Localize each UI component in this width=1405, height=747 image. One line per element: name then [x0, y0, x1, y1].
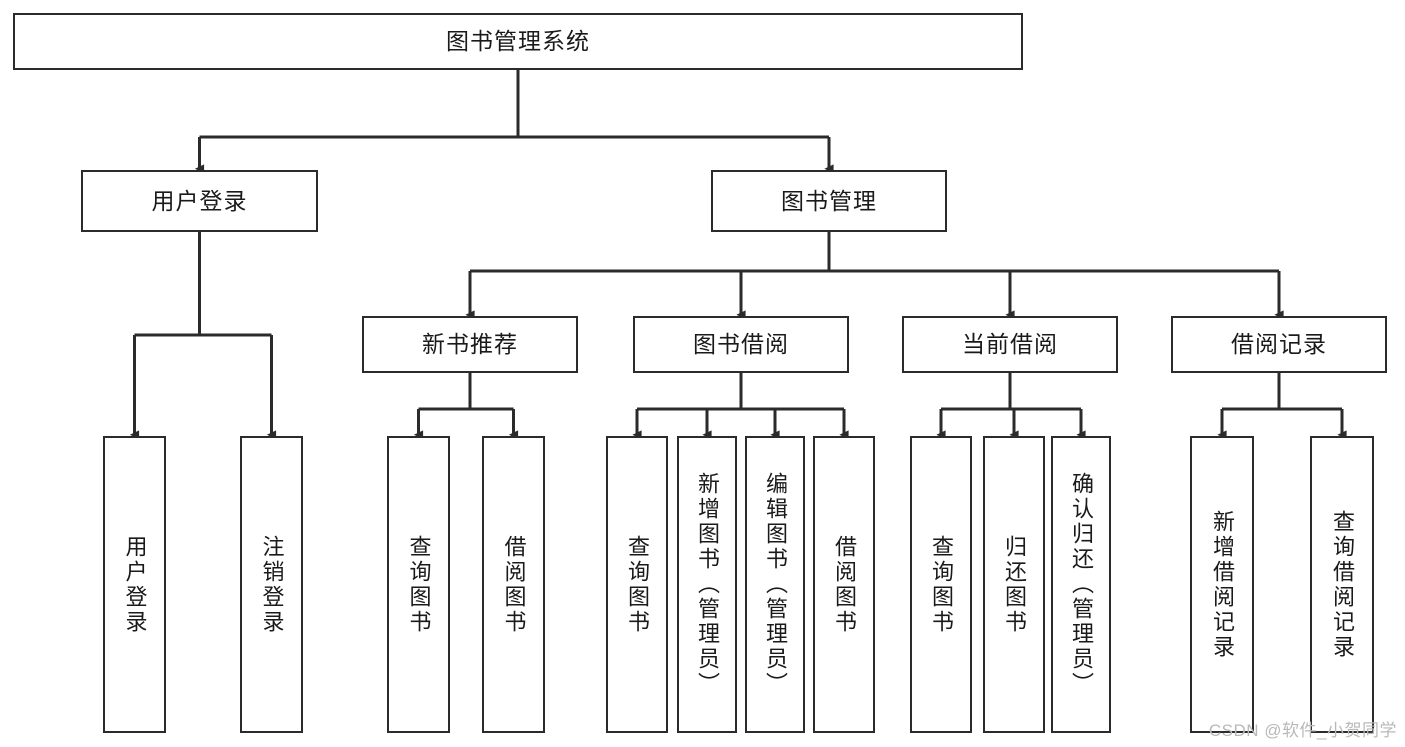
node-leaf-logout[interactable]: 注销登录 [240, 436, 303, 733]
node-label-new-book-rec: 新书推荐 [422, 331, 518, 358]
node-label-book-borrow: 图书借阅 [693, 331, 789, 358]
node-leaf-confirm-return[interactable]: 确认归还（管理员） [1051, 436, 1111, 733]
node-label-current-borrow: 当前借阅 [962, 331, 1058, 358]
node-book-borrow[interactable]: 图书借阅 [633, 316, 849, 373]
node-label-leaf-add-record: 新增借阅记录 [1209, 509, 1235, 660]
node-leaf-edit-book[interactable]: 编辑图书（管理员） [745, 436, 805, 733]
node-label-root: 图书管理系统 [446, 28, 590, 55]
node-leaf-add-record[interactable]: 新增借阅记录 [1190, 436, 1254, 733]
node-label-book-manage: 图书管理 [781, 187, 877, 214]
node-label-borrow-record: 借阅记录 [1231, 331, 1327, 358]
node-leaf-borrow-book-b[interactable]: 借阅图书 [813, 436, 875, 733]
node-current-borrow[interactable]: 当前借阅 [902, 316, 1118, 373]
node-new-book-rec[interactable]: 新书推荐 [362, 316, 578, 373]
node-label-leaf-query-book-a: 查询图书 [406, 534, 432, 635]
node-leaf-query-book-b[interactable]: 查询图书 [606, 436, 668, 733]
node-book-manage[interactable]: 图书管理 [711, 170, 947, 232]
node-borrow-record[interactable]: 借阅记录 [1171, 316, 1387, 373]
node-label-leaf-borrow-book-a: 借阅图书 [501, 534, 527, 635]
node-label-leaf-borrow-book-b: 借阅图书 [831, 534, 857, 635]
node-user-login[interactable]: 用户登录 [81, 170, 318, 232]
node-label-leaf-return-book: 归还图书 [1001, 534, 1027, 635]
node-leaf-query-book-a[interactable]: 查询图书 [387, 436, 450, 733]
node-label-user-login: 用户登录 [151, 187, 248, 214]
node-label-leaf-logout: 注销登录 [259, 534, 285, 635]
node-label-leaf-query-book-c: 查询图书 [928, 534, 954, 635]
node-leaf-user-login[interactable]: 用户登录 [103, 436, 166, 733]
edge-layer [129, 70, 1347, 440]
node-leaf-return-book[interactable]: 归还图书 [983, 436, 1045, 733]
node-leaf-query-record[interactable]: 查询借阅记录 [1310, 436, 1374, 733]
node-label-leaf-edit-book: 编辑图书（管理员） [762, 472, 788, 697]
node-root[interactable]: 图书管理系统 [13, 13, 1023, 70]
node-label-leaf-query-record: 查询借阅记录 [1329, 509, 1355, 660]
node-label-leaf-add-book: 新增图书（管理员） [694, 472, 720, 697]
node-label-leaf-user-login: 用户登录 [122, 534, 148, 635]
node-label-leaf-confirm-return: 确认归还（管理员） [1068, 472, 1094, 697]
node-leaf-add-book[interactable]: 新增图书（管理员） [677, 436, 737, 733]
node-label-leaf-query-book-b: 查询图书 [624, 534, 650, 635]
node-leaf-query-book-c[interactable]: 查询图书 [910, 436, 972, 733]
node-leaf-borrow-book-a[interactable]: 借阅图书 [482, 436, 545, 733]
